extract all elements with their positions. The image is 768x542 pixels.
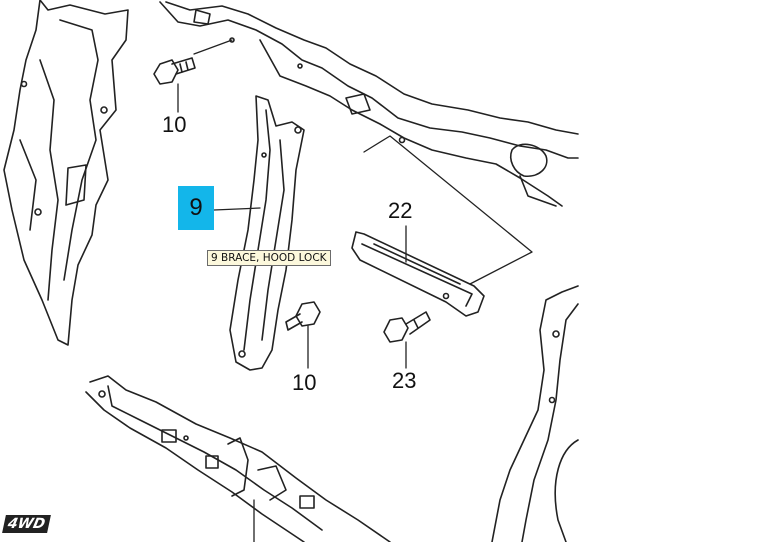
4wd-logo: 4WD <box>2 515 51 533</box>
right-side-panel <box>491 285 579 542</box>
bracket-22 <box>351 231 485 317</box>
bolt-right <box>383 311 431 343</box>
callout-10-top[interactable]: 10 <box>162 112 187 137</box>
left-side-panel <box>3 0 129 346</box>
callout-9-selected[interactable]: 9 <box>178 186 214 230</box>
lower-support <box>85 375 391 542</box>
callout-23[interactable]: 23 <box>392 368 417 393</box>
bolt-top <box>153 57 196 85</box>
upper-support <box>159 1 579 207</box>
part-tooltip: 9 BRACE, HOOD LOCK <box>207 250 331 266</box>
leader-lines <box>177 39 533 542</box>
bolt-mid <box>285 301 321 331</box>
callout-10-mid[interactable]: 10 <box>292 370 317 395</box>
hood-lock-brace <box>229 95 305 371</box>
callout-22[interactable]: 22 <box>388 198 413 223</box>
